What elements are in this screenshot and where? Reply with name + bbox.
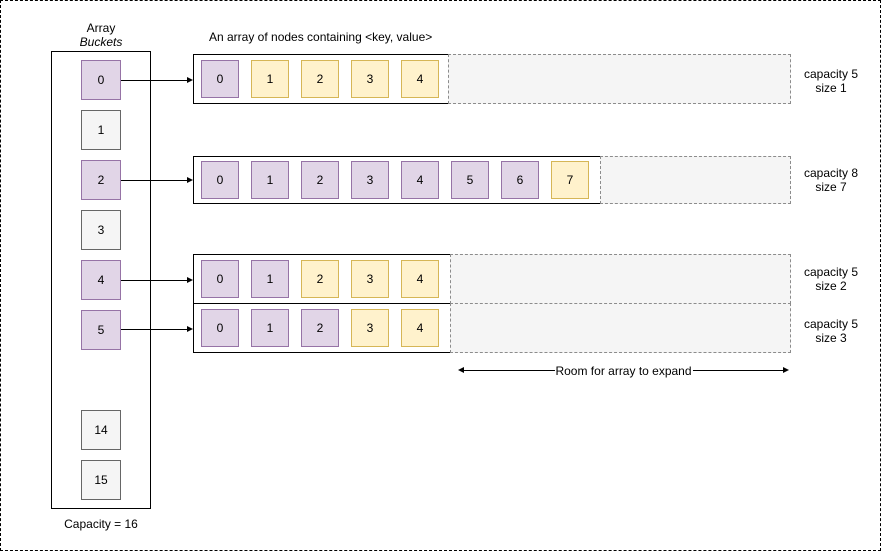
expansion-area-0 <box>448 54 791 104</box>
size-text: size 1 <box>815 81 847 95</box>
bucket-column-title: Array Buckets <box>51 21 151 49</box>
node-cell-1-4: 4 <box>401 161 439 199</box>
capacity-size-label-1: capacity 8 size 7 <box>793 166 869 194</box>
bucket-3: 3 <box>81 210 121 250</box>
bucket-14: 14 <box>81 410 121 450</box>
bucket0-to-array-arrow <box>121 77 193 83</box>
bucket-title-line2: Buckets <box>79 35 123 49</box>
bucket-4: 4 <box>81 260 121 300</box>
bucket-0: 0 <box>81 60 121 100</box>
capacity-text: capacity 5 <box>803 67 859 81</box>
capacity-text: capacity 5 <box>803 265 859 279</box>
node-cell-0-4: 4 <box>401 60 439 98</box>
bucket4-to-array-arrow <box>121 277 193 283</box>
node-cell-2-3: 3 <box>351 260 389 298</box>
expansion-area-1 <box>600 156 791 204</box>
node-cell-1-6: 6 <box>501 161 539 199</box>
node-cell-3-2: 2 <box>301 309 339 347</box>
node-cell-1-1: 1 <box>251 161 289 199</box>
node-cell-2-4: 4 <box>401 260 439 298</box>
node-cell-1-3: 3 <box>351 161 389 199</box>
node-cell-1-2: 2 <box>301 161 339 199</box>
node-cell-3-0: 0 <box>201 309 239 347</box>
size-text: size 2 <box>815 279 847 293</box>
node-cell-3-3: 3 <box>351 309 389 347</box>
expansion-area-2 <box>450 254 791 304</box>
expand-range-arrow: Room for array to expand <box>458 363 789 378</box>
node-cell-0-1: 1 <box>251 60 289 98</box>
bucket-1: 1 <box>81 110 121 150</box>
node-cell-1-5: 5 <box>451 161 489 199</box>
node-cell-0-2: 2 <box>301 60 339 98</box>
capacity-text: capacity 8 <box>803 166 859 180</box>
node-cell-3-1: 1 <box>251 309 289 347</box>
bucket2-to-array-arrow <box>121 177 193 183</box>
node-cell-2-1: 1 <box>251 260 289 298</box>
node-cell-0-3: 3 <box>351 60 389 98</box>
node-cell-3-4: 4 <box>401 309 439 347</box>
expansion-area-3 <box>450 303 791 353</box>
bucket5-to-array-arrow <box>121 326 193 332</box>
bucket-15: 15 <box>81 460 121 500</box>
capacity-text: capacity 5 <box>803 317 859 331</box>
capacity-size-label-0: capacity 5 size 1 <box>793 67 869 95</box>
bucket-5: 5 <box>81 310 121 350</box>
node-cell-2-2: 2 <box>301 260 339 298</box>
size-text: size 7 <box>815 180 847 194</box>
node-cell-1-0: 0 <box>201 161 239 199</box>
bucket-title-line1: Array <box>86 21 116 35</box>
capacity-size-label-2: capacity 5 size 2 <box>793 265 869 293</box>
size-text: size 3 <box>815 331 847 345</box>
array-note: An array of nodes containing <key, value… <box>209 30 433 44</box>
total-capacity-label: Capacity = 16 <box>64 517 138 531</box>
node-cell-2-0: 0 <box>201 260 239 298</box>
bucket-2: 2 <box>81 160 121 200</box>
node-cell-0-0: 0 <box>201 60 239 98</box>
capacity-size-label-3: capacity 5 size 3 <box>793 317 869 345</box>
node-cell-1-7: 7 <box>551 161 589 199</box>
expand-label: Room for array to expand <box>554 363 693 378</box>
